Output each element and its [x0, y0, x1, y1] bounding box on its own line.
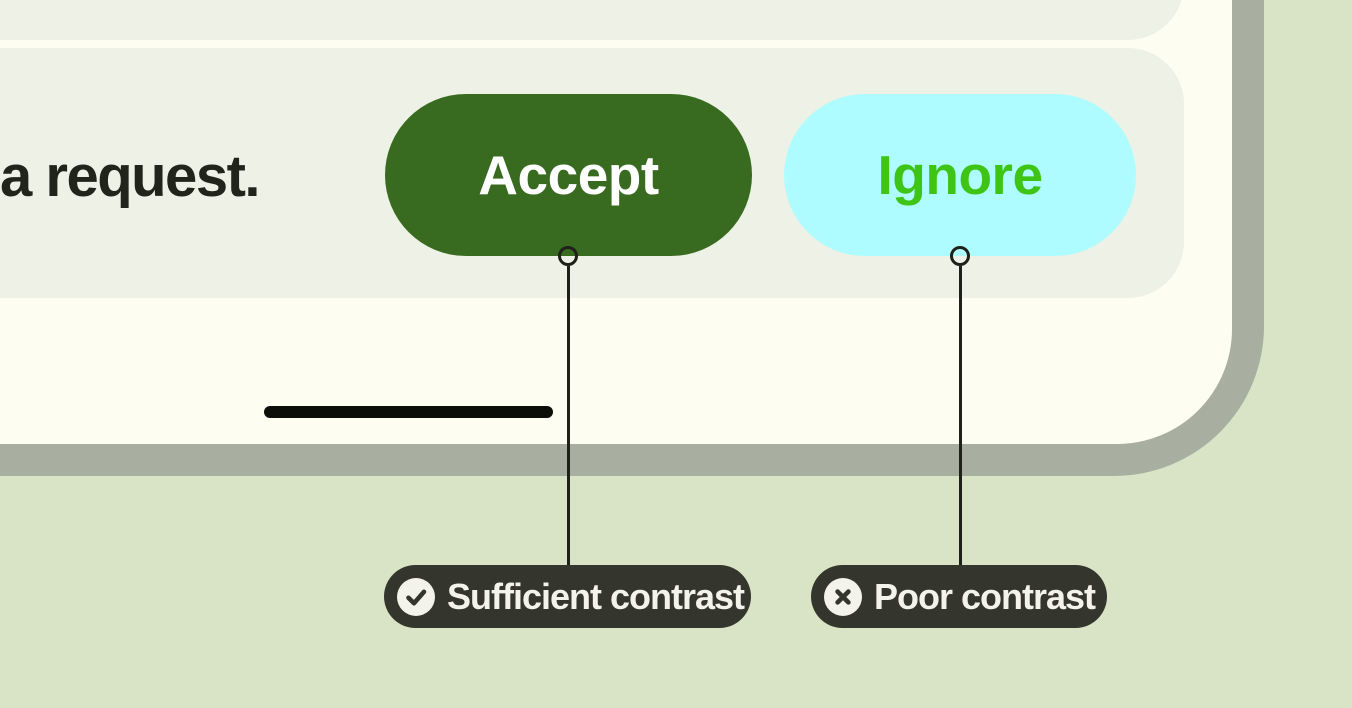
accept-button[interactable]: Accept	[385, 94, 752, 256]
x-icon	[824, 577, 862, 616]
connector-line-ignore	[959, 266, 962, 566]
annotation-label: Sufficient contrast	[447, 575, 745, 617]
annotation-label: Poor contrast	[874, 575, 1096, 617]
check-icon	[397, 577, 435, 616]
connector-node-ignore	[950, 246, 970, 266]
annotation-sufficient-contrast: Sufficient contrast	[384, 565, 751, 628]
annotation-poor-contrast: Poor contrast	[811, 565, 1107, 628]
home-indicator[interactable]	[264, 406, 553, 418]
connector-line-accept	[567, 266, 570, 566]
dialog-card-top	[0, 0, 1184, 40]
connector-node-accept	[558, 246, 578, 266]
dialog-text: a request.	[0, 144, 261, 209]
ignore-button[interactable]: Ignore	[784, 94, 1136, 256]
